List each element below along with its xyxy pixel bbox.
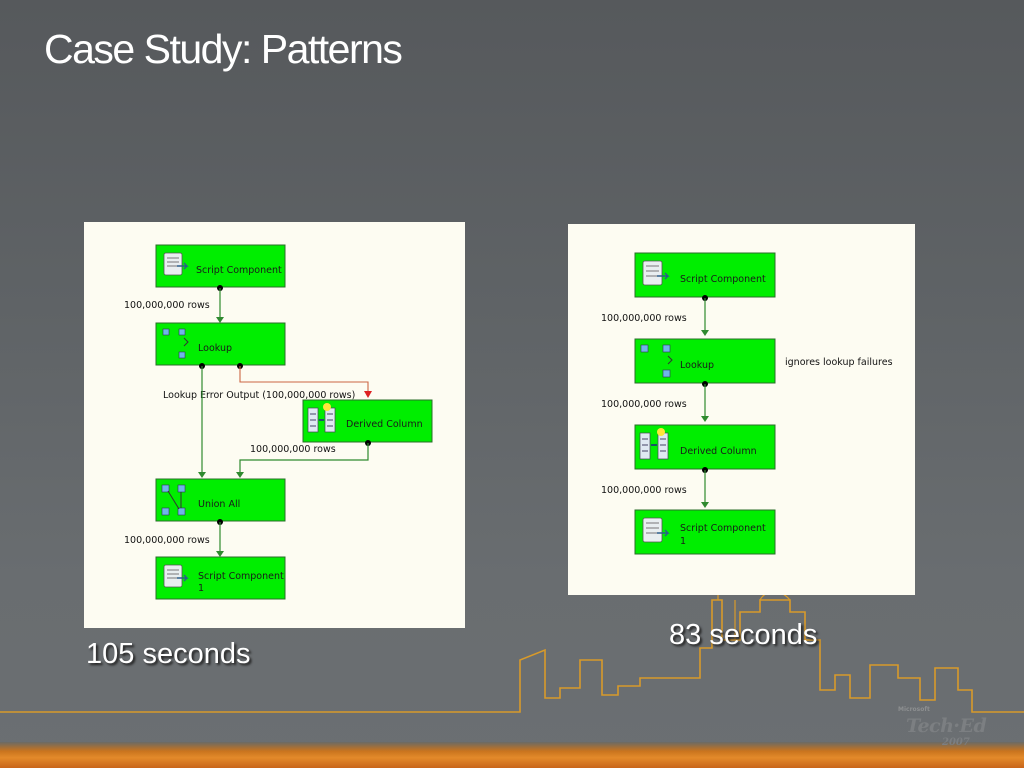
lookup-node[interactable]: Lookup — [155, 322, 286, 369]
node-label: 1 — [198, 583, 204, 594]
node-label: Script Component — [680, 523, 766, 534]
derived-column-icon — [639, 428, 669, 460]
right-dataflow-panel: Script Component 100,000,000 rows Lookup… — [568, 224, 915, 595]
union-all-icon — [161, 484, 186, 516]
footer-accent-bar — [0, 742, 1024, 768]
union-all-node[interactable]: Union All — [155, 478, 286, 525]
node-label: Lookup — [680, 360, 714, 371]
teched-logo: Microsoft Tech·Ed 2007 — [898, 706, 988, 754]
lookup-node[interactable]: Lookup — [634, 338, 776, 387]
logo-year: 2007 — [942, 737, 970, 748]
flow-label: 100,000,000 rows — [124, 300, 210, 311]
lookup-icon — [162, 328, 189, 359]
node-label: 1 — [680, 536, 686, 547]
derived-column-node[interactable]: Derived Column — [302, 399, 433, 446]
script-component-1-node[interactable]: Script Component 1 — [155, 556, 286, 600]
left-dataflow-panel: Script Component 100,000,000 rows Lookup… — [84, 222, 465, 628]
lookup-icon — [640, 344, 673, 378]
flow-label: 100,000,000 rows — [124, 535, 210, 546]
node-label: Derived Column — [346, 419, 423, 430]
script-icon — [642, 260, 670, 286]
script-icon — [163, 564, 189, 588]
annotation-label: ignores lookup failures — [785, 357, 893, 368]
script-icon — [642, 517, 670, 543]
node-label: Script Component — [680, 274, 766, 285]
derived-column-node[interactable]: Derived Column — [634, 424, 776, 473]
node-label: Script Component — [196, 265, 282, 276]
flow-label: 100,000,000 rows — [250, 444, 336, 455]
node-label: Script Component — [198, 571, 284, 582]
logo-name: Tech·Ed — [906, 715, 987, 737]
node-label: Derived Column — [680, 446, 757, 457]
flow-label: 100,000,000 rows — [601, 313, 687, 324]
flow-label: 100,000,000 rows — [601, 399, 687, 410]
node-label: Union All — [198, 499, 240, 510]
script-component-node[interactable]: Script Component — [155, 244, 286, 291]
error-output-label: Lookup Error Output (100,000,000 rows) — [163, 390, 355, 401]
slide-title: Case Study: Patterns — [44, 26, 403, 72]
flow-label: 100,000,000 rows — [601, 485, 687, 496]
derived-column-icon — [307, 403, 336, 433]
logo-brand: Microsoft — [898, 706, 930, 713]
left-timing-caption: 105 seconds — [86, 638, 251, 670]
right-timing-caption: 83 seconds — [669, 619, 818, 651]
node-label: Lookup — [198, 343, 232, 354]
script-component-1-node[interactable]: Script Component 1 — [634, 509, 776, 555]
script-component-node[interactable]: Script Component — [634, 252, 776, 301]
script-icon — [163, 252, 189, 276]
